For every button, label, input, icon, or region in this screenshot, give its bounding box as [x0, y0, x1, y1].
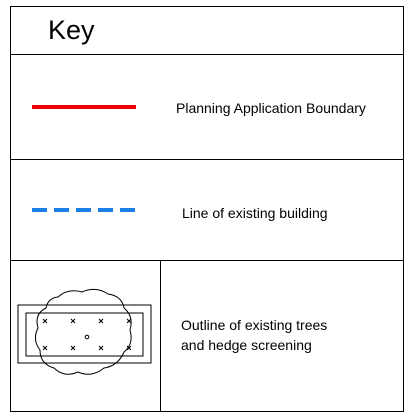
tree-hedge-outline-symbol	[17, 288, 152, 375]
trees-hedge-label-line-2: and hedge screening	[181, 337, 312, 353]
key-title: Key	[48, 15, 95, 45]
boundary-label: Planning Application Boundary	[176, 100, 366, 116]
key-legend-panel: Key Planning Application Boundary Line o…	[10, 6, 404, 412]
legend-grid-lines	[10, 6, 404, 412]
boundary-red-line-symbol	[32, 105, 136, 109]
trees-hedge-label-line-1: Outline of existing trees	[181, 317, 328, 333]
building-blue-dashed-line-symbol	[32, 208, 138, 212]
building-label: Line of existing building	[182, 205, 328, 221]
trees-hedge-label: Outline of existing trees and hedge scre…	[181, 315, 391, 355]
